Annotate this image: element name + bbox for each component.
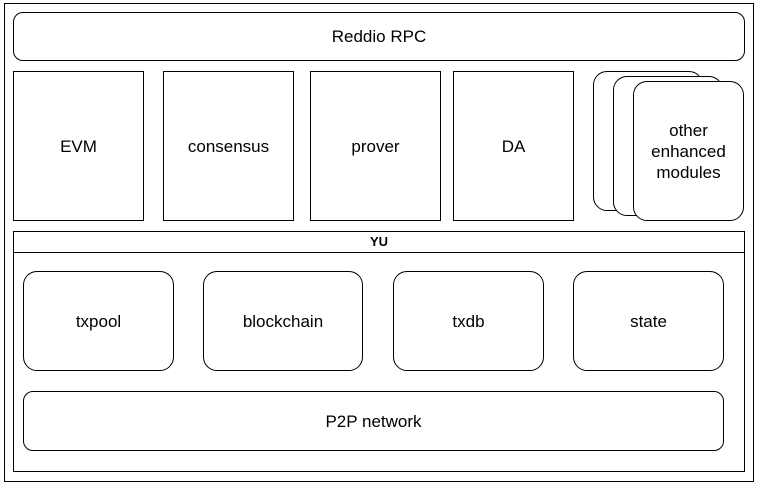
prover-module-box: prover — [310, 71, 441, 221]
txpool-label: txpool — [75, 311, 122, 331]
evm-module-label: EVM — [60, 136, 97, 156]
txpool-box: txpool — [23, 271, 174, 371]
yu-header-divider — [13, 252, 745, 253]
txdb-box: txdb — [393, 271, 544, 371]
reddio-rpc-box: Reddio RPC — [13, 12, 745, 61]
p2p-network-box: P2P network — [23, 391, 724, 451]
consensus-module-label: consensus — [187, 136, 270, 156]
yu-title: YU — [369, 234, 389, 249]
reddio-rpc-label: Reddio RPC — [331, 27, 427, 46]
da-module-box: DA — [453, 71, 574, 221]
consensus-module-box: consensus — [163, 71, 294, 221]
blockchain-label: blockchain — [242, 311, 324, 331]
evm-module-box: EVM — [13, 71, 144, 221]
blockchain-box: blockchain — [203, 271, 363, 371]
p2p-network-label: P2P network — [325, 411, 422, 431]
other-modules-label: other enhanced modules — [651, 120, 726, 182]
other-modules-box: other enhanced modules — [633, 81, 744, 221]
state-label: state — [630, 311, 667, 331]
state-box: state — [573, 271, 724, 371]
prover-module-label: prover — [351, 136, 400, 156]
da-module-label: DA — [501, 136, 526, 156]
txdb-label: txdb — [452, 311, 485, 331]
